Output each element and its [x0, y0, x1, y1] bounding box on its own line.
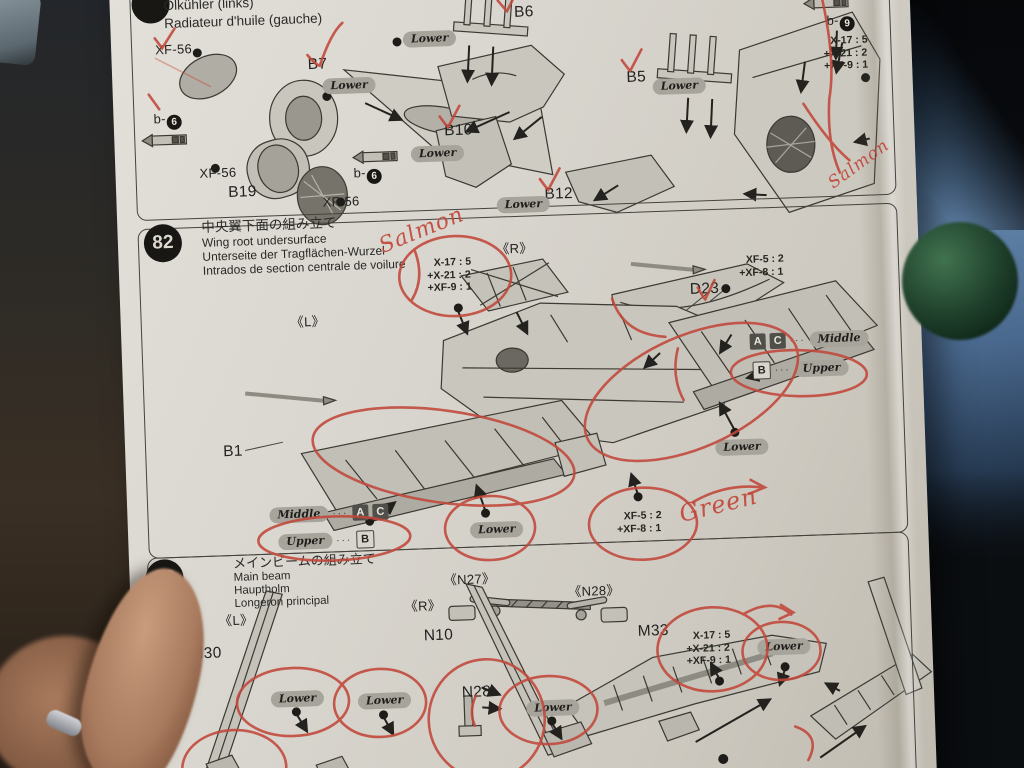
lower-badge: Lower	[357, 691, 412, 710]
paint-bottle	[902, 222, 1018, 340]
section-title-82: 中央翼下面の組み立て Wing root undersurface Unters…	[201, 212, 406, 278]
callout-b-upper: B ··· Upper	[752, 358, 849, 380]
part-label-b1: B1	[222, 442, 244, 461]
lower-badge: Lower	[652, 77, 707, 96]
part-label-b6: B6	[513, 3, 534, 21]
lower-badge: Lower	[322, 76, 377, 95]
side-label-left: 《L》	[290, 313, 326, 330]
lower-badge: Lower	[410, 144, 465, 163]
lower-badge: Lower	[270, 689, 325, 708]
part-label-d23: D23	[689, 279, 720, 298]
callout-upper-b: Upper ··· B	[278, 530, 375, 551]
side-label-right: 《R》	[496, 240, 533, 257]
upper-badge: Upper	[794, 359, 849, 378]
runner-label-b6: b-6	[153, 111, 183, 131]
lower-badge: Lower	[715, 438, 769, 457]
lower-badge: Lower	[469, 520, 524, 539]
runner-label-b6: b-6	[353, 165, 383, 185]
middle-badge: Middle	[269, 505, 329, 524]
runner-label-b9: b-9	[826, 12, 856, 32]
letter-chip-a: A	[749, 333, 766, 350]
paint-mix-label: XF-5 : 2 +XF-8 : 1	[616, 509, 662, 536]
side-label-right: 《R》	[404, 597, 442, 615]
lower-badge: Lower	[526, 698, 580, 717]
upper-badge: Upper	[278, 532, 333, 551]
letter-chip-a: A	[352, 504, 369, 521]
letter-chip-c: C	[769, 332, 786, 350]
part-label-m33: M33	[637, 621, 670, 640]
instruction-page: Ölkühler (links) Radiateur d'huile (gauc…	[108, 0, 941, 768]
side-label-left: 《L》	[218, 612, 254, 629]
middle-badge: Middle	[809, 329, 869, 348]
part-label-b10: B10	[443, 121, 473, 140]
part-label-xf56: XF-56	[154, 41, 193, 58]
part-label-b19: B19	[227, 182, 257, 201]
letter-chip-c: C	[372, 503, 389, 521]
part-label-n10: N10	[423, 626, 454, 645]
letter-chip-b: B	[355, 530, 375, 549]
paint-mix-label: X-17 : 5 +X-21 : 2 +XF-9 : 1	[823, 33, 869, 73]
paint-mix-label: X-17 : 5 +X-21 : 2 +XF-9 : 1	[426, 255, 472, 295]
lower-badge: Lower	[402, 29, 457, 48]
bracket-label-n28: 《N28》	[568, 582, 620, 600]
paint-mix-label: XF-5 : 2 +XF-8 : 1	[739, 252, 784, 279]
part-label-xf56: XF-56	[322, 193, 360, 210]
lower-badge: Lower	[496, 195, 551, 214]
paint-mix-label: X-17 : 5 +X-21 : 2 +XF-9 : 1	[686, 628, 732, 668]
letter-chip-b: B	[752, 361, 772, 380]
part-label-n28: N28	[461, 683, 492, 702]
bracket-label-n27: 《N27》	[443, 570, 496, 588]
lower-badge: Lower	[757, 637, 811, 656]
part-label-b5: B5	[626, 68, 647, 86]
part-label-xf56: XF-56	[199, 164, 237, 181]
section-title-83: メインビームの組み立て Main beam Hauptholm Longeron…	[233, 550, 377, 611]
part-label-b7: B7	[307, 55, 328, 74]
